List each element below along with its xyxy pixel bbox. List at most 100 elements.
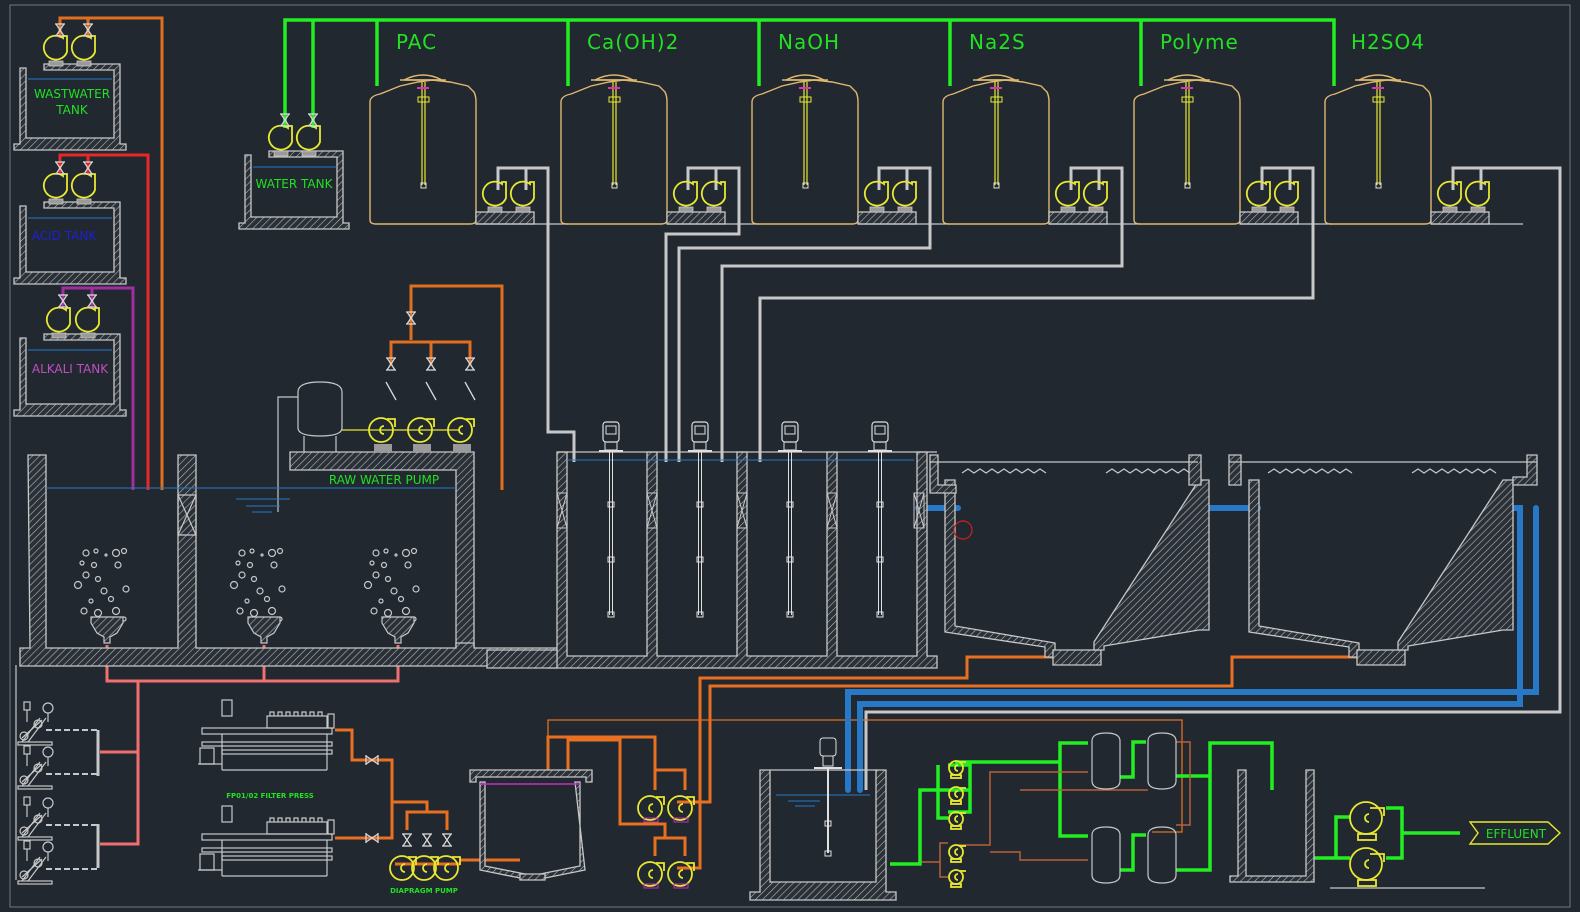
pump-base bbox=[1048, 211, 1108, 225]
air-compressor-icon bbox=[17, 745, 99, 790]
dosing-pump-icon bbox=[863, 180, 889, 213]
filter-feed-blowers[interactable] bbox=[948, 760, 967, 888]
mixer-icon bbox=[867, 421, 893, 618]
chemical-tank-3[interactable]: NaOH bbox=[751, 30, 950, 225]
dosing-pump-icon bbox=[1082, 180, 1108, 213]
pipe-network bbox=[58, 16, 1562, 878]
chemical-tank-icon bbox=[751, 74, 859, 225]
chemical-tank-icon bbox=[1133, 74, 1241, 225]
chemical-tank-row: PAC Ca(OH)2 NaOH Na2S Polyme H2SO4 bbox=[369, 30, 1523, 225]
dosing-pump-icon bbox=[1464, 180, 1490, 213]
chemical-tank-label: NaOH bbox=[778, 30, 840, 54]
blower-icon bbox=[948, 869, 967, 888]
pump-base bbox=[666, 211, 726, 225]
air-compressor-icon bbox=[17, 701, 99, 746]
pump-base bbox=[1239, 211, 1299, 225]
chemical-tank-label: Na2S bbox=[969, 30, 1026, 54]
sludge-pumps[interactable] bbox=[637, 795, 695, 889]
chemical-tank-icon bbox=[1324, 74, 1432, 225]
chemical-tank-label: H2SO4 bbox=[1351, 30, 1425, 54]
filter-press-label: FP01/02 FILTER PRESS bbox=[226, 792, 314, 800]
air-compressors[interactable] bbox=[15, 665, 100, 885]
mixer-icon bbox=[814, 737, 842, 857]
aeration-basin bbox=[19, 454, 560, 667]
diaphragm-pump-label: DIAPRAGM PUMP bbox=[390, 887, 458, 895]
pump-icon bbox=[70, 172, 96, 205]
dosing-pump-icon bbox=[672, 180, 698, 213]
water-tank[interactable]: WATER TANK bbox=[238, 113, 350, 230]
intermediate-tank bbox=[749, 737, 897, 901]
mixer-icon bbox=[777, 421, 803, 618]
tank-label: TANK bbox=[55, 103, 89, 117]
diffuser-icon bbox=[247, 616, 281, 644]
dosing-pump-icon bbox=[1245, 180, 1271, 213]
acid-pipe bbox=[58, 153, 150, 490]
acid-tank[interactable]: ACID TANK bbox=[13, 161, 127, 285]
dosing-pump-icon bbox=[509, 180, 535, 213]
alkali-tank[interactable]: ALKALI TANK bbox=[13, 294, 127, 417]
raw-water-discharge-pipe bbox=[389, 284, 504, 490]
filter-column-icon bbox=[1091, 732, 1121, 790]
wastewater-tank[interactable]: WASTWATER TANK bbox=[13, 23, 127, 151]
filter-press-icon bbox=[197, 699, 335, 771]
reaction-tank bbox=[486, 421, 938, 669]
diaphragm-pumps[interactable]: DIAPRAGM PUMP bbox=[389, 833, 461, 895]
sludge-pipes bbox=[335, 655, 1357, 870]
chemical-tank-label: Polyme bbox=[1160, 30, 1239, 54]
chemical-tank-2[interactable]: Ca(OH)2 bbox=[560, 30, 759, 225]
backwash-pipe bbox=[922, 741, 1191, 878]
pump-icon bbox=[667, 861, 695, 887]
sludge-thickener bbox=[469, 769, 593, 881]
water-header-pipe bbox=[283, 18, 1336, 128]
tank-label: ALKALI TANK bbox=[32, 362, 109, 376]
dosing-pump-icon bbox=[700, 180, 726, 213]
air-compressor-icon bbox=[17, 796, 99, 841]
effluent-arrow[interactable]: EFFLUENT bbox=[1468, 821, 1562, 845]
pump-base bbox=[475, 211, 535, 225]
chemical-tank-6[interactable]: H2SO4 bbox=[1324, 30, 1523, 225]
filter-column-icon bbox=[1147, 732, 1177, 790]
raw-water-pump-station[interactable]: RAW WATER PUMP bbox=[277, 311, 476, 651]
filter-column-icon bbox=[1091, 826, 1121, 884]
filter-feed-pipes bbox=[890, 740, 1460, 872]
mixer-icon bbox=[687, 421, 713, 618]
pump-icon bbox=[42, 172, 68, 205]
tank-label: ACID TANK bbox=[32, 229, 98, 243]
raw-water-pump-label: RAW WATER PUMP bbox=[329, 473, 439, 487]
overflow-pipe bbox=[547, 719, 1183, 833]
chemical-tank-1[interactable]: PAC bbox=[369, 30, 568, 225]
pressure-vessel bbox=[297, 381, 343, 437]
effluent-label: EFFLUENT bbox=[1486, 827, 1547, 841]
chemical-tank-label: PAC bbox=[396, 30, 437, 54]
air-compressor-icon bbox=[17, 840, 99, 885]
dosing-pump-icon bbox=[481, 180, 507, 213]
pump-base bbox=[1430, 211, 1490, 225]
chemical-tank-icon bbox=[560, 74, 668, 225]
blower-icon bbox=[948, 844, 967, 863]
pump-icon bbox=[667, 795, 695, 821]
final-tank bbox=[1229, 769, 1315, 883]
chemical-tank-4[interactable]: Na2S bbox=[942, 30, 1141, 225]
chemical-tank-5[interactable]: Polyme bbox=[1133, 30, 1332, 225]
filter-press-icon bbox=[197, 805, 335, 877]
wastewater-pipe bbox=[58, 16, 164, 490]
settling-tanks bbox=[929, 454, 1538, 666]
diffuser-icon bbox=[381, 616, 415, 644]
dosing-pump-icon bbox=[1436, 180, 1462, 213]
valve-icon bbox=[421, 833, 433, 847]
chemical-tank-label: Ca(OH)2 bbox=[587, 30, 679, 54]
settling-tank-2 bbox=[1228, 454, 1538, 666]
valve-icon bbox=[441, 833, 453, 847]
effluent-pumps[interactable] bbox=[1330, 801, 1485, 889]
dosing-pump-icon bbox=[891, 180, 917, 213]
filter-press-group[interactable]: FP01/02 FILTER PRESS bbox=[197, 699, 379, 877]
drawing-frame bbox=[9, 4, 1571, 908]
marker-circle bbox=[953, 520, 973, 540]
valve-icon bbox=[401, 833, 413, 847]
diffuser-icon bbox=[90, 616, 124, 644]
blower-icon bbox=[948, 811, 967, 830]
chemical-tank-icon bbox=[369, 74, 477, 225]
dosing-pump-icon bbox=[1054, 180, 1080, 213]
tank-label: WASTWATER bbox=[34, 87, 110, 101]
